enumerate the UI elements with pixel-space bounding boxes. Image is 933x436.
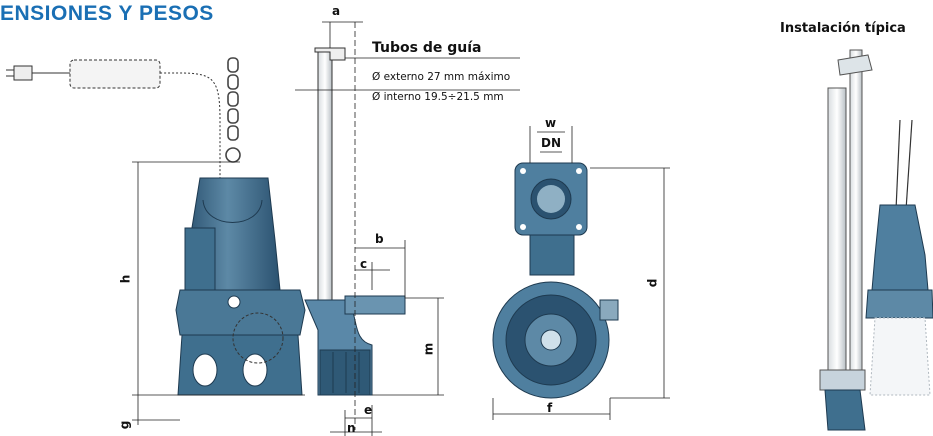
power-plug-icon (6, 59, 221, 200)
dim-label-b: b (375, 232, 384, 246)
installation-heading: Instalación típica (780, 21, 906, 36)
dim-label-dn: DN (541, 136, 562, 150)
pump-side-view (175, 177, 306, 396)
installation-illustration (819, 49, 933, 431)
dimension-lines (132, 21, 520, 436)
dim-label-f: f (547, 401, 553, 415)
dim-label-n: n (347, 421, 356, 435)
dim-label-w: w (545, 116, 557, 130)
discharge-foot (304, 47, 406, 396)
dim-label-e: e (364, 403, 373, 417)
guide-tubes-heading: Tubos de guía (372, 40, 482, 56)
guide-tube-internal-spec: Ø interno 19.5÷21.5 mm (372, 91, 504, 103)
dim-label-d: d (645, 278, 660, 288)
pump-front-view (492, 162, 619, 399)
front-dimension-lines (492, 126, 670, 420)
guide-tube-external-spec: Ø externo 27 mm máximo (372, 71, 511, 83)
dim-label-m: m (421, 342, 436, 356)
dim-label-a: a (332, 4, 341, 18)
dim-label-h: h (118, 274, 133, 284)
dim-label-c: c (360, 257, 368, 271)
dim-label-g: g (117, 420, 132, 430)
lifting-chain-icon (225, 57, 241, 163)
page-title: ENSIONES Y PESOS (0, 2, 214, 25)
